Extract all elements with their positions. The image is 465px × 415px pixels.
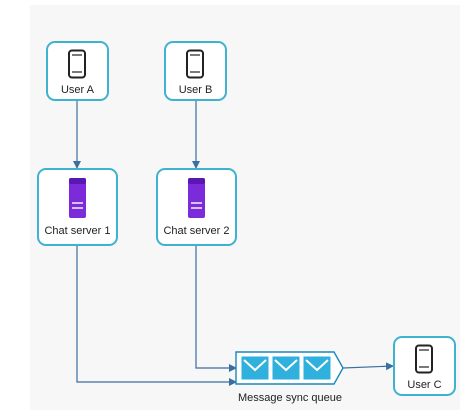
message-sync-queue[interactable] <box>234 350 346 386</box>
envelope-icon <box>271 355 301 381</box>
node-user-c[interactable]: User C <box>393 336 456 396</box>
node-label: User B <box>178 84 213 96</box>
queue-label: Message sync queue <box>238 392 342 404</box>
node-chat-server-1[interactable]: Chat server 1 <box>37 168 118 246</box>
node-user-b[interactable]: User B <box>164 41 227 101</box>
node-label: Chat server 2 <box>163 225 230 237</box>
smartphone-icon <box>415 344 433 374</box>
node-user-a[interactable]: User A <box>46 41 109 101</box>
server-icon <box>69 178 86 218</box>
envelope-icon <box>302 355 332 381</box>
node-chat-server-2[interactable]: Chat server 2 <box>156 168 237 246</box>
smartphone-icon <box>186 49 204 79</box>
server-icon <box>188 178 205 218</box>
node-label: User C <box>407 379 442 391</box>
edge-server-2-to-queue <box>195 246 237 372</box>
envelope-icon <box>240 355 270 381</box>
smartphone-icon <box>68 49 86 79</box>
node-label: User A <box>60 84 94 96</box>
edge-server-1-to-queue <box>76 246 237 386</box>
node-label: Chat server 1 <box>44 225 111 237</box>
edge-queue-to-user-c <box>342 362 394 371</box>
